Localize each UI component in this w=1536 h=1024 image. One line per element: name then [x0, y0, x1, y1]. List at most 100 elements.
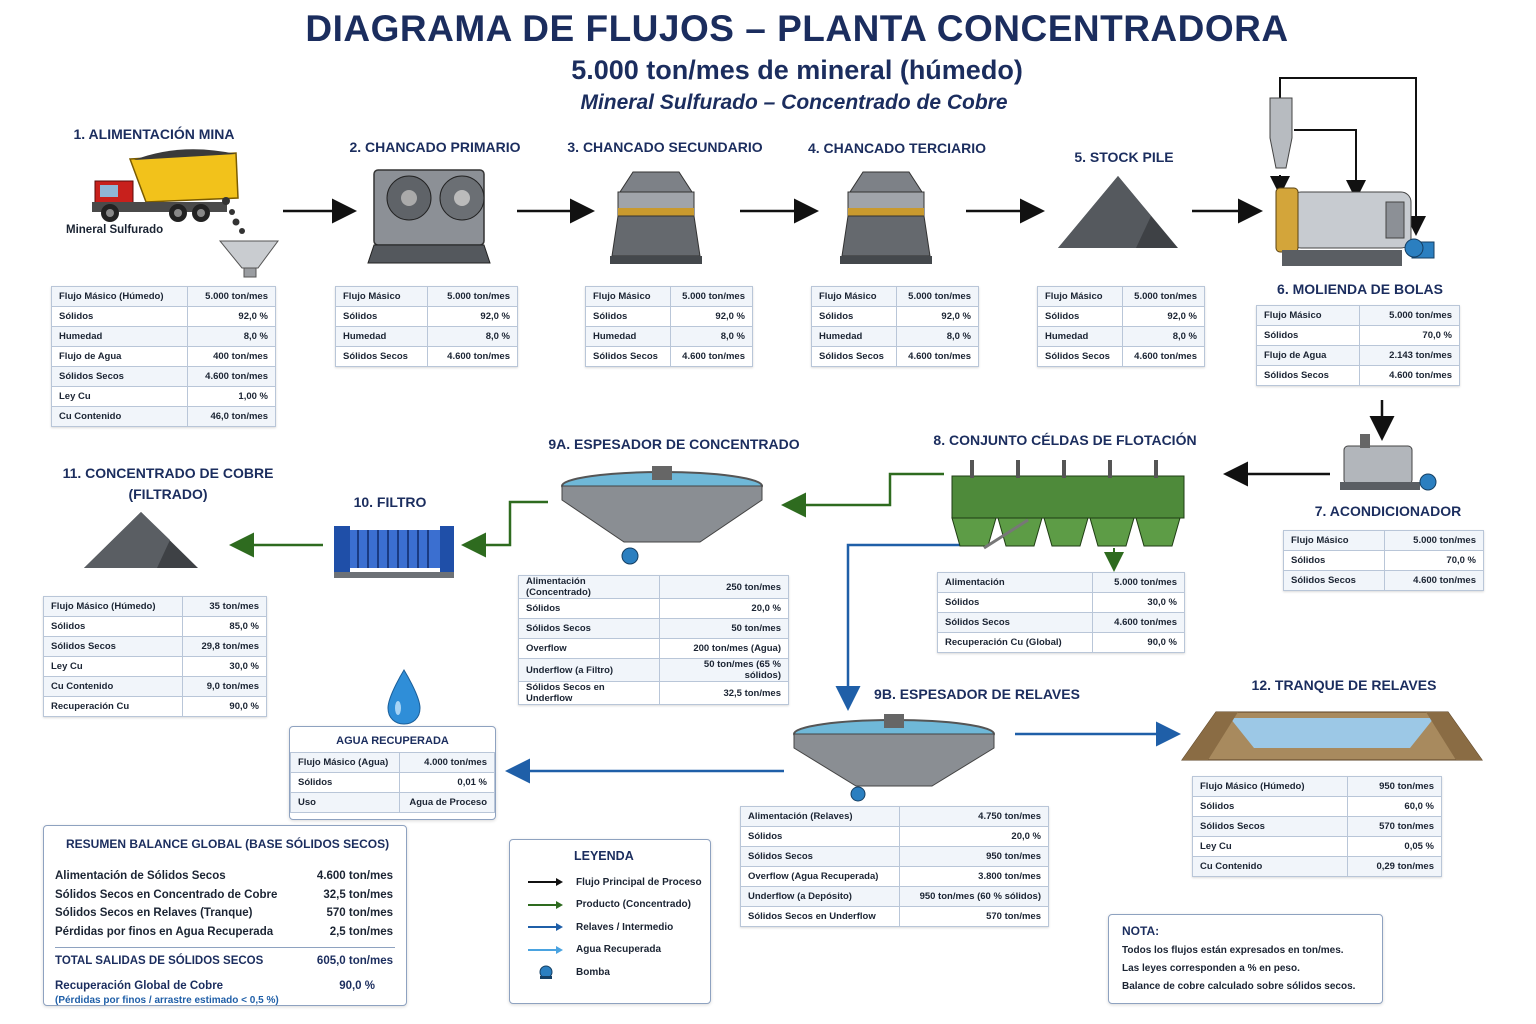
- table-cell-value: 5.000 ton/mes: [427, 286, 518, 307]
- copper-concentrate-pile-icon: [84, 512, 198, 568]
- table-cell-label: Alimentación: [936, 572, 1094, 593]
- table-cell-label: Sólidos Secos: [1282, 570, 1386, 591]
- table-cell-label: Sólidos: [936, 592, 1094, 613]
- stage-9b-title: 9B. ESPESADOR DE RELAVES: [874, 686, 1080, 702]
- summary-row-label: Pérdidas por finos en Agua Recuperada: [55, 925, 274, 938]
- summary-recovery-label: Recuperación Global de Cobre: [55, 979, 224, 992]
- stage-1-title: 1. ALIMENTACIÓN MINA: [73, 126, 235, 142]
- legend-item-tailings: Relaves / Intermedio: [528, 916, 710, 939]
- table-cell-value: 5.000 ton/mes: [1358, 305, 1461, 326]
- table-cell-value: 570 ton/mes: [898, 906, 1050, 927]
- table-cell-value: 4.600 ton/mes: [1384, 570, 1484, 591]
- table-cell-label: Cu Contenido: [43, 676, 183, 697]
- table-cell-label: Flujo Másico: [1256, 305, 1360, 326]
- table-cell-value: 92,0 %: [186, 306, 277, 327]
- legend-item-product: Producto (Concentrado): [528, 894, 710, 917]
- table-cell-value: 5.000 ton/mes: [669, 286, 754, 307]
- table-cell-label: Underflow (a Depósito): [740, 886, 900, 907]
- table-cell-value: 0,05 %: [1346, 836, 1443, 857]
- table-cell-label: Humedad: [585, 326, 671, 347]
- stage-11-subtitle: (FILTRADO): [128, 486, 208, 502]
- table-cell-value: 200 ton/mes (Agua): [659, 638, 789, 659]
- table-cell-label: Sólidos: [1256, 325, 1360, 346]
- table-cell-label: Flujo de Agua: [1256, 345, 1360, 366]
- stage-6-title: 6. MOLIENDA DE BOLAS: [1277, 281, 1443, 297]
- table-cell-value: 250 ton/mes: [659, 575, 789, 599]
- legend-item-label: Bomba: [576, 966, 610, 978]
- table-cell-value: 90,0 %: [181, 696, 268, 717]
- summary-divider: [55, 947, 395, 948]
- table-cell-label: Sólidos Secos: [51, 366, 188, 387]
- table-cell-label: Sólidos Secos: [740, 846, 900, 867]
- table-cell-value: 5.000 ton/mes: [1121, 286, 1206, 307]
- table-row: Underflow (a Depósito)950 ton/mes (60 % …: [740, 886, 1050, 907]
- conditioner-icon: [1340, 434, 1437, 491]
- table-cell-value: 3.800 ton/mes: [898, 866, 1050, 887]
- table-cell-value: 8,0 %: [895, 326, 980, 347]
- table-cell-value: 5.000 ton/mes: [186, 286, 277, 307]
- table-row: Underflow (a Filtro)50 ton/mes (65 % sól…: [517, 658, 789, 682]
- legend-item-label: Flujo Principal de Proceso: [576, 876, 702, 888]
- summary-total-label: TOTAL SALIDAS DE SÓLIDOS SECOS: [55, 955, 264, 968]
- table-cell-label: Sólidos Secos: [517, 618, 661, 639]
- table-row: Alimentación (Relaves)4.750 ton/mes: [740, 806, 1050, 827]
- table-cell-label: Uso: [290, 792, 400, 813]
- global-balance-summary: RESUMEN BALANCE GLOBAL (BASE SÓLIDOS SEC…: [43, 825, 407, 1006]
- table-cell-label: Sólidos: [1192, 796, 1348, 817]
- cyclone-underflow-line: [1294, 129, 1366, 200]
- table-cell-label: Flujo Másico: [334, 286, 429, 307]
- table-cell-value: 4.600 ton/mes: [186, 366, 277, 387]
- table-cell-label: Recuperación Cu (Global): [936, 632, 1094, 653]
- table-cell-label: Sólidos Secos: [43, 636, 183, 657]
- table-cell-label: Humedad: [51, 326, 188, 347]
- note-line: Balance de cobre calculado sobre sólidos…: [1122, 981, 1356, 992]
- legend-arrow-icon: [528, 878, 563, 887]
- table-cell-value: 0,29 ton/mes: [1346, 856, 1443, 877]
- table-cell-label: Humedad: [811, 326, 897, 347]
- table-cell-value: 35 ton/mes: [181, 596, 268, 617]
- table-cell-value: 4.600 ton/mes: [1121, 346, 1206, 367]
- table-cell-value: 4.000 ton/mes: [398, 752, 496, 773]
- table-cell-label: Underflow (a Filtro): [517, 658, 661, 682]
- summary-row-label: Sólidos Secos en Concentrado de Cobre: [55, 888, 278, 901]
- stock-pile-icon: [1058, 176, 1178, 248]
- tailings-thickener-icon: [793, 714, 995, 802]
- table-cell-value: 8,0 %: [669, 326, 754, 347]
- jaw-crusher-icon: [367, 169, 491, 264]
- legend-item-label: Producto (Concentrado): [576, 899, 691, 911]
- table-cell-value: 8,0 %: [1121, 326, 1206, 347]
- table-cell-label: Sólidos Secos: [1256, 365, 1360, 386]
- table-cell-label: Recuperación Cu: [43, 696, 183, 717]
